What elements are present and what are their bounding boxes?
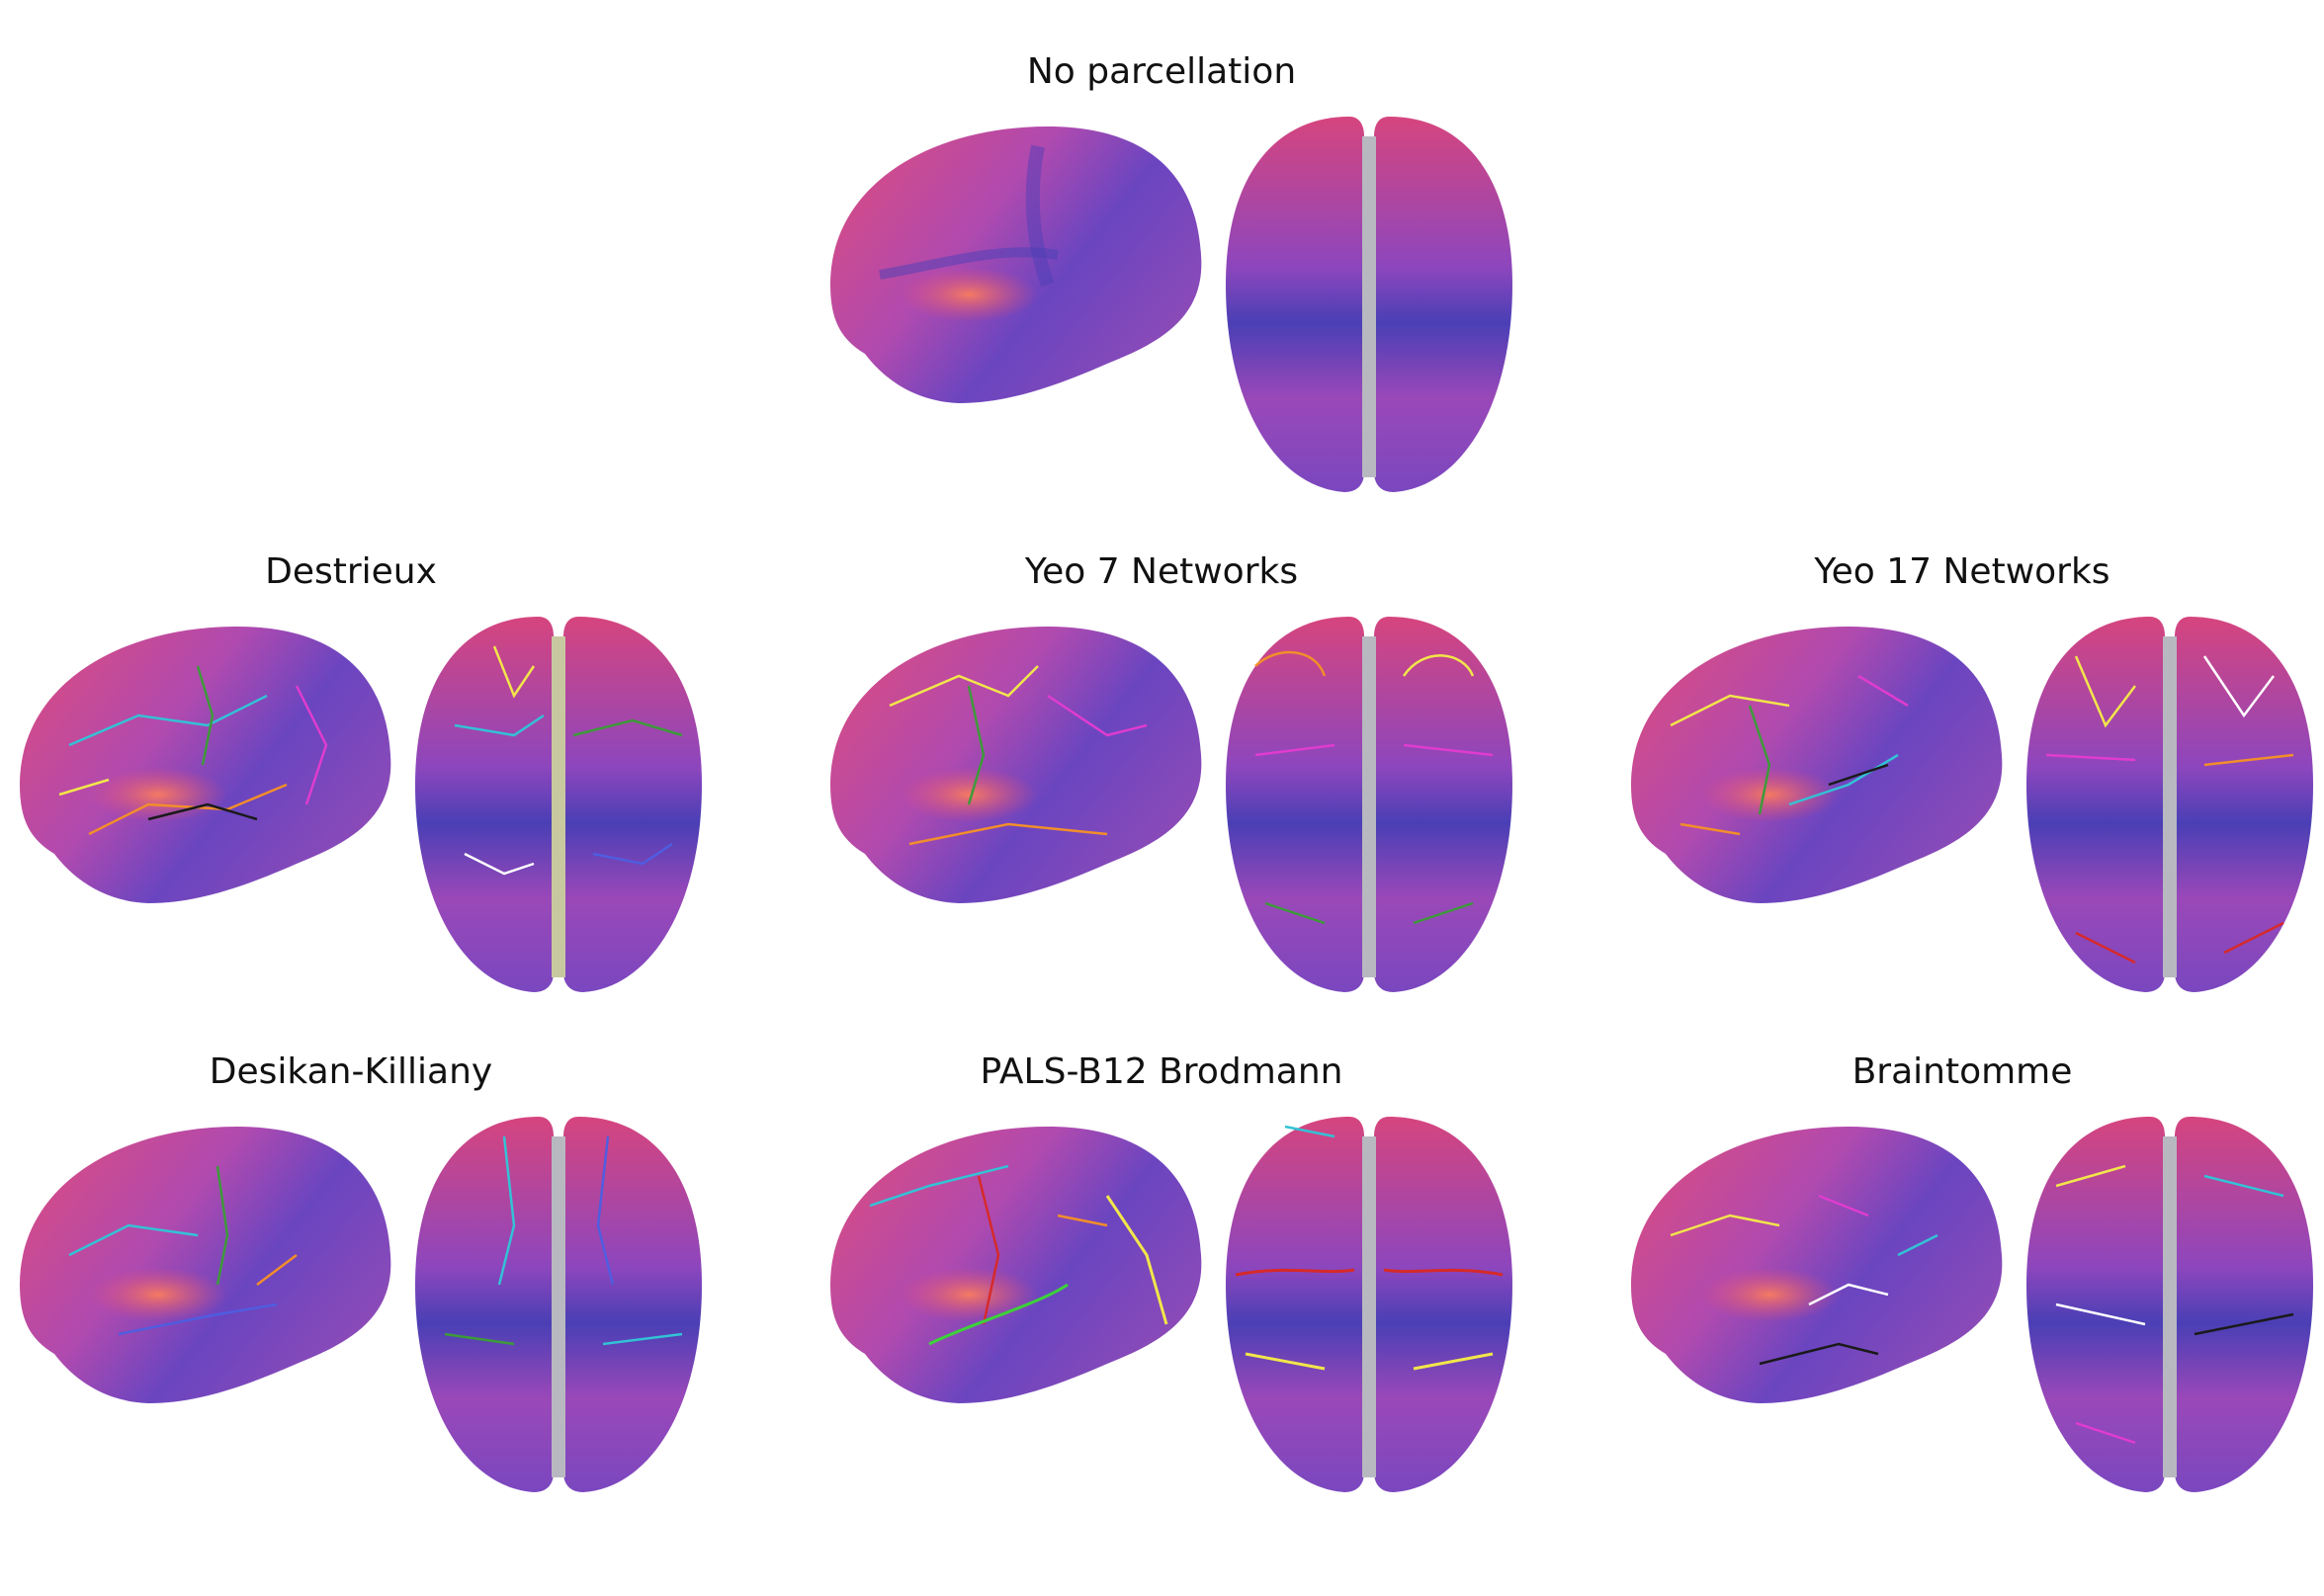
brain-views	[830, 117, 1512, 492]
panel-yeo-7-networks: Yeo 7 Networks	[811, 540, 1512, 1004]
panel-title: PALS-B12 Brodmann	[980, 1051, 1343, 1092]
dorsal-view	[1226, 1117, 1512, 1492]
lateral-view	[20, 627, 391, 903]
panel-title: Destrieux	[265, 551, 437, 592]
lateral-view	[1631, 1127, 2003, 1403]
lateral-view	[830, 627, 1202, 903]
dorsal-view	[415, 1117, 702, 1492]
brain-views	[20, 617, 702, 992]
lateral-view	[20, 1127, 391, 1403]
panel-title: Braintomme	[1851, 1051, 2073, 1092]
dorsal-view	[1226, 117, 1512, 492]
panel-desikan-killiany: Desikan-Killiany	[0, 1040, 702, 1504]
brain-views	[830, 617, 1512, 992]
dorsal-view	[1226, 617, 1512, 992]
dorsal-view	[2026, 617, 2313, 992]
brain-views	[1631, 1117, 2313, 1492]
panel-title: Yeo 7 Networks	[1024, 551, 1299, 592]
panel-title: Yeo 17 Networks	[1814, 551, 2110, 592]
panel-pals-b12-brodmann: PALS-B12 Brodmann	[811, 1040, 1512, 1504]
brain-views	[830, 1117, 1512, 1492]
panel-yeo-17-networks: Yeo 17 Networks	[1611, 540, 2313, 1004]
brain-views	[1631, 617, 2313, 992]
lateral-view	[830, 126, 1202, 403]
panel-title: No parcellation	[1026, 51, 1297, 92]
lateral-view	[830, 1127, 1202, 1403]
panel-no-parcellation: No parcellation	[811, 40, 1512, 504]
lateral-view	[1631, 627, 2003, 903]
panel-braintomme: Braintomme	[1611, 1040, 2313, 1504]
dorsal-view	[415, 617, 702, 992]
panel-title: Desikan-Killiany	[209, 1051, 493, 1092]
dorsal-view	[2026, 1117, 2313, 1492]
brain-views	[20, 1117, 702, 1492]
panel-destrieux: Destrieux	[0, 540, 702, 1004]
